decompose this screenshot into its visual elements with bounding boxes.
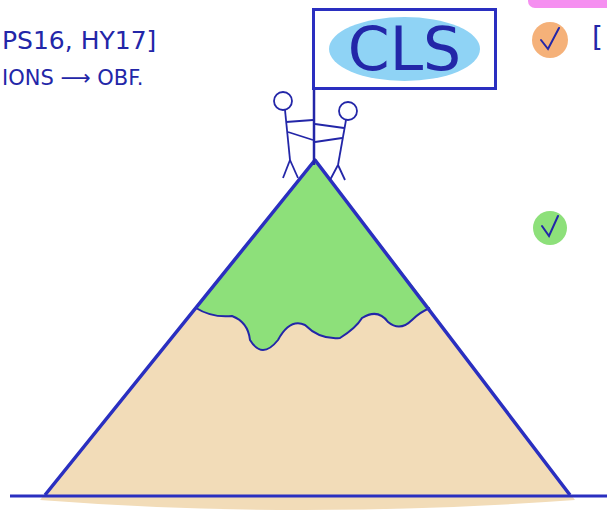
climber-figure <box>315 102 357 180</box>
mountain-outline <box>45 160 570 495</box>
mountain-fill <box>40 158 575 510</box>
flag-pole <box>313 90 316 165</box>
check-badge <box>533 211 567 245</box>
check-mark <box>541 28 559 49</box>
snow-line <box>196 308 430 350</box>
ground-line <box>10 495 607 498</box>
flag-label: CLS <box>348 19 461 79</box>
check-badge <box>532 22 568 58</box>
check-mark <box>542 216 558 236</box>
snow-cap <box>196 160 430 350</box>
highlight-bar <box>528 0 607 8</box>
note-text: IONS ⟶ OBF. <box>2 68 144 89</box>
note-text: PS16, HY17] <box>2 28 156 53</box>
flag-box: CLS <box>312 8 497 90</box>
note-text: [ <box>592 24 603 52</box>
climber-figure <box>274 92 313 178</box>
